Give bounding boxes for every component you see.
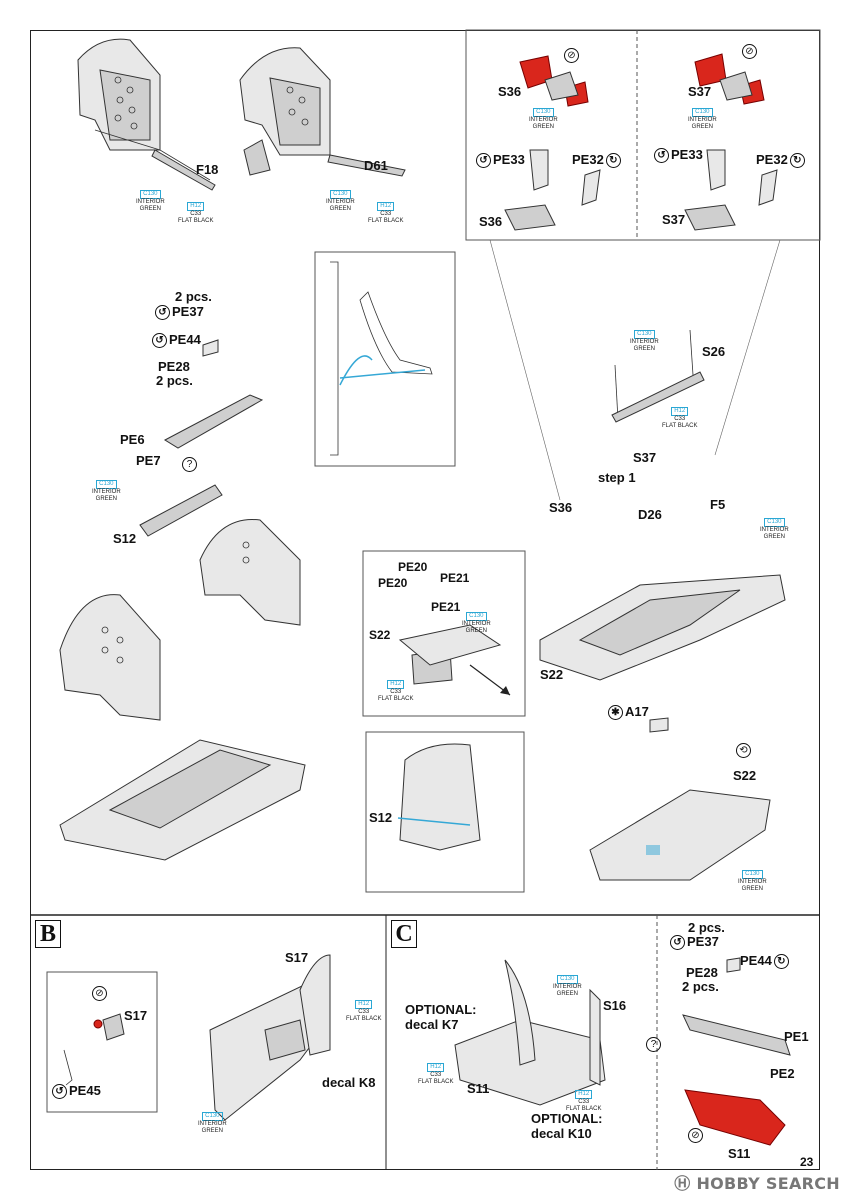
- paint-c130-d61: C130 INTERIOR GREEN: [326, 190, 355, 212]
- label-s37: S37: [688, 84, 712, 99]
- label-s36-mid: S36: [549, 500, 573, 515]
- label-c-s11: S11: [728, 1146, 751, 1161]
- label-s26: S26: [702, 344, 726, 359]
- sand-icon: ⊘: [564, 48, 579, 63]
- sand-icon: ⊘: [742, 44, 757, 59]
- paint-h12-d61: H12 C33 FLAT BLACK: [368, 202, 404, 224]
- paint-c130-s12: C130 INTERIOR GREEN: [92, 480, 121, 502]
- label-s22-step: S22: [540, 667, 564, 682]
- page-number: 23: [800, 1155, 814, 1169]
- label-f18: F18: [196, 162, 219, 177]
- label-optional-k10: OPTIONAL:decal K10: [531, 1111, 603, 1141]
- bend-arrow-icon: ↻: [605, 153, 621, 169]
- bend-arrow-icon: ↺: [654, 148, 669, 164]
- label-s36-b: S36: [479, 214, 503, 229]
- paint-c130-b: C130 INTERIOR GREEN: [198, 1112, 227, 1134]
- label-pe28: PE28: [158, 359, 190, 374]
- instruction-frame: [30, 30, 820, 1170]
- label-optional-k7: OPTIONAL:decal K7: [405, 1002, 477, 1032]
- red-pe-s11: [684, 1089, 786, 1146]
- label-pe44: ↺PE44: [150, 332, 201, 349]
- hobby-search-watermark: Ⓗ HOBBY SEARCH: [674, 1174, 840, 1193]
- paint-c130-s26: C130 INTERIOR GREEN: [630, 330, 659, 352]
- label-s22-inset: S22: [369, 628, 391, 642]
- label-s17-top: S17: [285, 950, 309, 965]
- label-pe33-b: ↺PE33: [652, 147, 703, 164]
- paint-c130-s22: C130 INTERIOR GREEN: [462, 612, 491, 634]
- label-pe32-a: PE32↻: [572, 152, 623, 169]
- label-c-pe44: PE44↻: [740, 953, 791, 970]
- label-pe20-a: PE20: [398, 560, 428, 574]
- label-pe45: ↺PE45: [50, 1083, 101, 1100]
- label-s22-lower: S22: [733, 768, 757, 783]
- label-s37-b: S37: [662, 212, 686, 227]
- label-pe32-b: PE32↻: [756, 152, 807, 169]
- label-s36: S36: [498, 84, 522, 99]
- label-s17-inset: S17: [124, 1008, 148, 1023]
- paint-c130-f5: C130 INTERIOR GREEN: [760, 518, 789, 540]
- label-f5: F5: [710, 497, 726, 512]
- seat-assembly-drawing: [59, 519, 301, 721]
- paint-c130-c: C130 INTERIOR GREEN: [553, 975, 582, 997]
- label-pe6: PE6: [120, 432, 145, 447]
- question-icon: ?: [182, 457, 197, 472]
- label-c-pe37: ↺PE37: [668, 934, 719, 951]
- paint-c130-s36: C130 INTERIOR GREEN: [529, 108, 558, 130]
- paint-h12-b: H12 C33 FLAT BLACK: [346, 1000, 382, 1022]
- label-qty-pe28: 2 pcs.: [156, 373, 193, 388]
- label-step-1: step 1: [598, 470, 636, 485]
- label-qty-pe37: 2 pcs.: [175, 289, 212, 304]
- label-decal-k8: decal K8: [322, 1075, 376, 1090]
- paint-h12-c2: H12 C33 FLAT BLACK: [566, 1090, 602, 1112]
- section-c-letter: C: [391, 920, 417, 948]
- paint-c130-f18: C130 INTERIOR GREEN: [136, 190, 165, 212]
- section-b-letter: B: [35, 920, 61, 948]
- paint-c130-lower: C130 INTERIOR GREEN: [738, 870, 767, 892]
- label-pe21-a: PE21: [440, 571, 470, 585]
- label-c-qty-pe37: 2 pcs.: [688, 920, 725, 935]
- label-a17: ✱A17: [606, 704, 649, 721]
- label-pe7: PE7: [136, 453, 161, 468]
- label-d61: D61: [364, 158, 388, 173]
- label-pe21-b: PE21: [431, 600, 461, 614]
- label-c-qty-pe28: 2 pcs.: [682, 979, 719, 994]
- label-c-pe28: PE28: [686, 965, 718, 980]
- star-icon: ✱: [608, 705, 623, 721]
- label-c-pe2: PE2: [770, 1066, 795, 1081]
- label-d26: D26: [638, 507, 662, 522]
- paint-h12-s22: H12 C33 FLAT BLACK: [378, 680, 414, 702]
- bend-arrow-icon: ↺: [670, 935, 685, 951]
- question-icon: ?: [646, 1037, 661, 1052]
- seat-d61-drawing: [239, 47, 406, 177]
- label-s12: S12: [113, 531, 137, 546]
- label-c-pe1: PE1: [784, 1029, 809, 1044]
- rotate-icon: ⟲: [736, 743, 751, 758]
- sand-icon: ⊘: [688, 1128, 703, 1143]
- label-s37-mid: S37: [633, 450, 657, 465]
- paint-c130-s37: C130 INTERIOR GREEN: [688, 108, 717, 130]
- sand-icon: ⊘: [92, 986, 107, 1001]
- paint-h12-s26: H12 C33 FLAT BLACK: [662, 407, 698, 429]
- label-pe37: ↺PE37: [153, 304, 204, 321]
- bend-arrow-icon: ↺: [52, 1084, 67, 1100]
- label-s11: S11: [467, 1081, 490, 1096]
- label-s12-inset: S12: [369, 810, 393, 825]
- label-pe33-a: ↺PE33: [474, 152, 525, 169]
- paint-h12-c1: H12 C33 FLAT BLACK: [418, 1063, 454, 1085]
- bend-arrow-icon: ↺: [152, 333, 167, 349]
- label-pe20-b: PE20: [378, 576, 408, 590]
- paint-h12-f18: H12 C33 FLAT BLACK: [178, 202, 214, 224]
- bend-arrow-icon: ↻: [789, 153, 805, 169]
- seat-f18-drawing: [77, 38, 216, 191]
- bend-arrow-icon: ↻: [773, 954, 789, 970]
- bend-arrow-icon: ↺: [476, 153, 491, 169]
- bend-arrow-icon: ↺: [155, 305, 170, 321]
- label-s16: S16: [603, 998, 627, 1013]
